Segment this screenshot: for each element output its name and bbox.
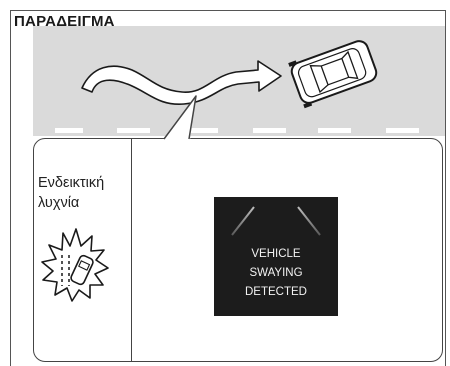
vehicle-sway-display: VEHICLE SWAYING DETECTED <box>214 197 338 316</box>
display-line1: VEHICLE <box>214 245 338 264</box>
display-line2: SWAYING <box>214 264 338 283</box>
display-line3: DETECTED <box>214 283 338 302</box>
display-message: VEHICLE SWAYING DETECTED <box>214 245 338 302</box>
